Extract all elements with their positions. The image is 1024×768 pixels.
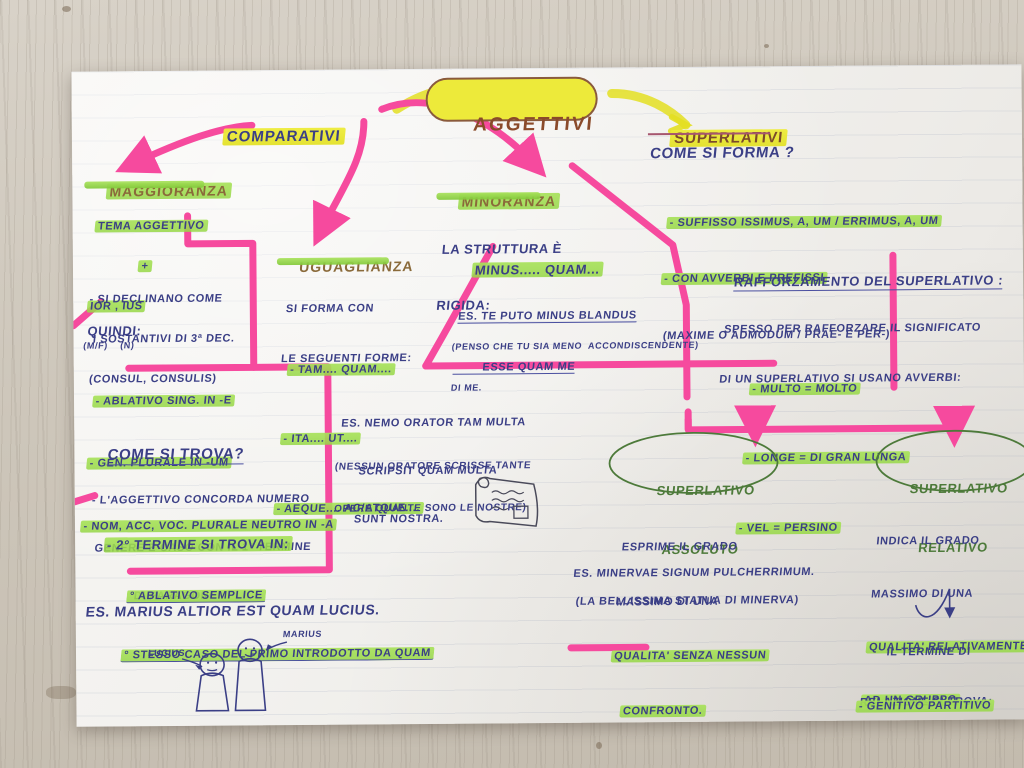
scroll-doodle bbox=[474, 476, 539, 527]
desk-speck bbox=[46, 686, 76, 699]
underline-maggioranza bbox=[84, 180, 205, 189]
central-node-label: AGGETTIVI bbox=[472, 113, 595, 136]
assoluto-definition: ESPRIME IL GRADO MASSIMO DI UNA QUALITA'… bbox=[601, 501, 784, 727]
stick-figure-label-left: LUCIUS bbox=[147, 647, 186, 659]
desk-speck bbox=[62, 6, 71, 12]
underline-minoranza bbox=[436, 192, 541, 200]
stick-figures-doodle bbox=[181, 638, 288, 712]
connector-layer bbox=[71, 76, 976, 652]
maggioranza-example: ES. MARIUS ALTIOR EST QUAM LUCIUS. bbox=[84, 601, 381, 620]
stick-figure-label-right: MARIUS bbox=[282, 628, 323, 640]
desk-speck bbox=[596, 742, 602, 749]
maggioranza-quindi-label: QUINDI: bbox=[86, 323, 143, 339]
central-node-bubble bbox=[425, 76, 598, 122]
relativo-termine-items: - GENITIVO PARTITIVO - E/EX o DE + ABLAT… bbox=[844, 650, 1008, 726]
desk-speck bbox=[764, 44, 769, 48]
relativo-bubble bbox=[875, 429, 1024, 492]
superlativi-question: COME SI FORMA ? bbox=[649, 144, 796, 163]
assoluto-bubble bbox=[608, 431, 779, 494]
mindmap-paper: AGGETTIVI COMPARATIVI MAGGIORANZA TEMA A… bbox=[71, 64, 1024, 727]
assoluto-example: ES. MINERVAE SIGNUM PULCHERRIMUM. bbox=[572, 565, 816, 580]
assoluto-translation: (LA BELLISSIMA STATUA DI MINERVA) bbox=[575, 594, 800, 608]
branch-title-comparativi: COMPARATIVI bbox=[204, 112, 348, 163]
underline-uguaglianza bbox=[276, 257, 389, 266]
